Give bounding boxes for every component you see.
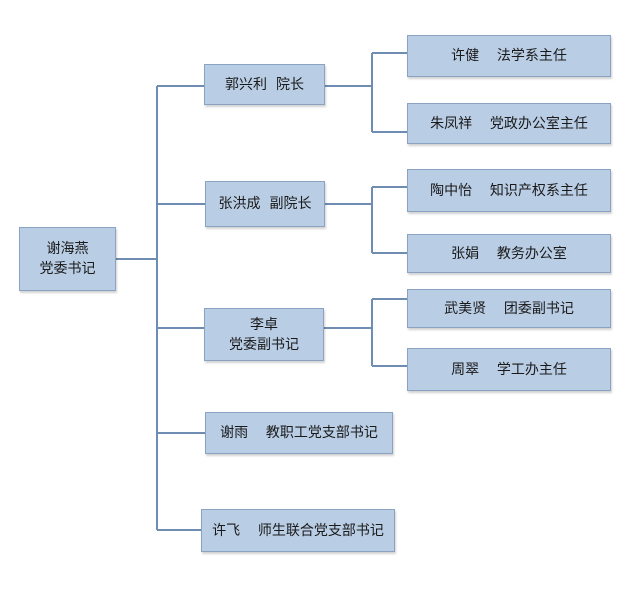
node-party-office-head: 朱凤祥 党政办公室主任	[407, 103, 611, 144]
node-deputy-party-secretary: 李卓 党委副书记	[204, 308, 324, 361]
node-faculty-branch-secretary: 谢雨 教职工党支部书记	[205, 412, 393, 454]
node-student-affairs-head-label: 周翠 学工办主任	[451, 361, 567, 378]
node-law-department-head: 许健 法学系主任	[407, 35, 611, 77]
node-president-label: 郭兴利 院长	[225, 76, 304, 93]
node-law-department-head-label: 许健 法学系主任	[451, 48, 567, 64]
node-youth-league-deputy-secretary-label: 武美贤 团委副书记	[444, 300, 574, 317]
node-joint-branch-secretary: 许飞 师生联合党支部书记	[201, 509, 395, 552]
node-academic-affairs-office: 张娟 教务办公室	[407, 234, 611, 273]
node-joint-branch-secretary-label: 许飞 师生联合党支部书记	[212, 522, 384, 539]
node-ip-department-head-label: 陶中怡 知识产权系主任	[430, 182, 588, 199]
node-deputy-party-secretary-line-1: 李卓	[250, 316, 278, 333]
node-deputy-party-secretary-line-2: 党委副书记	[229, 336, 299, 353]
node-faculty-branch-secretary-label: 谢雨 教职工党支部书记	[220, 425, 378, 441]
node-ip-department-head: 陶中怡 知识产权系主任	[407, 169, 611, 212]
root-node-party-secretary: 谢海燕 党委书记	[19, 227, 116, 291]
node-vice-president: 张洪成 副院长	[205, 181, 325, 227]
node-vice-president-label: 张洪成 副院长	[218, 196, 312, 212]
node-party-office-head-label: 朱凤祥 党政办公室主任	[430, 115, 588, 132]
root-node-line-2: 党委书记	[39, 261, 96, 277]
node-youth-league-deputy-secretary: 武美贤 团委副书记	[407, 289, 611, 328]
root-node-line-1: 谢海燕	[46, 241, 89, 257]
node-president: 郭兴利 院长	[204, 64, 325, 105]
node-student-affairs-head: 周翠 学工办主任	[407, 348, 611, 391]
node-academic-affairs-office-label: 张娟 教务办公室	[451, 245, 567, 262]
